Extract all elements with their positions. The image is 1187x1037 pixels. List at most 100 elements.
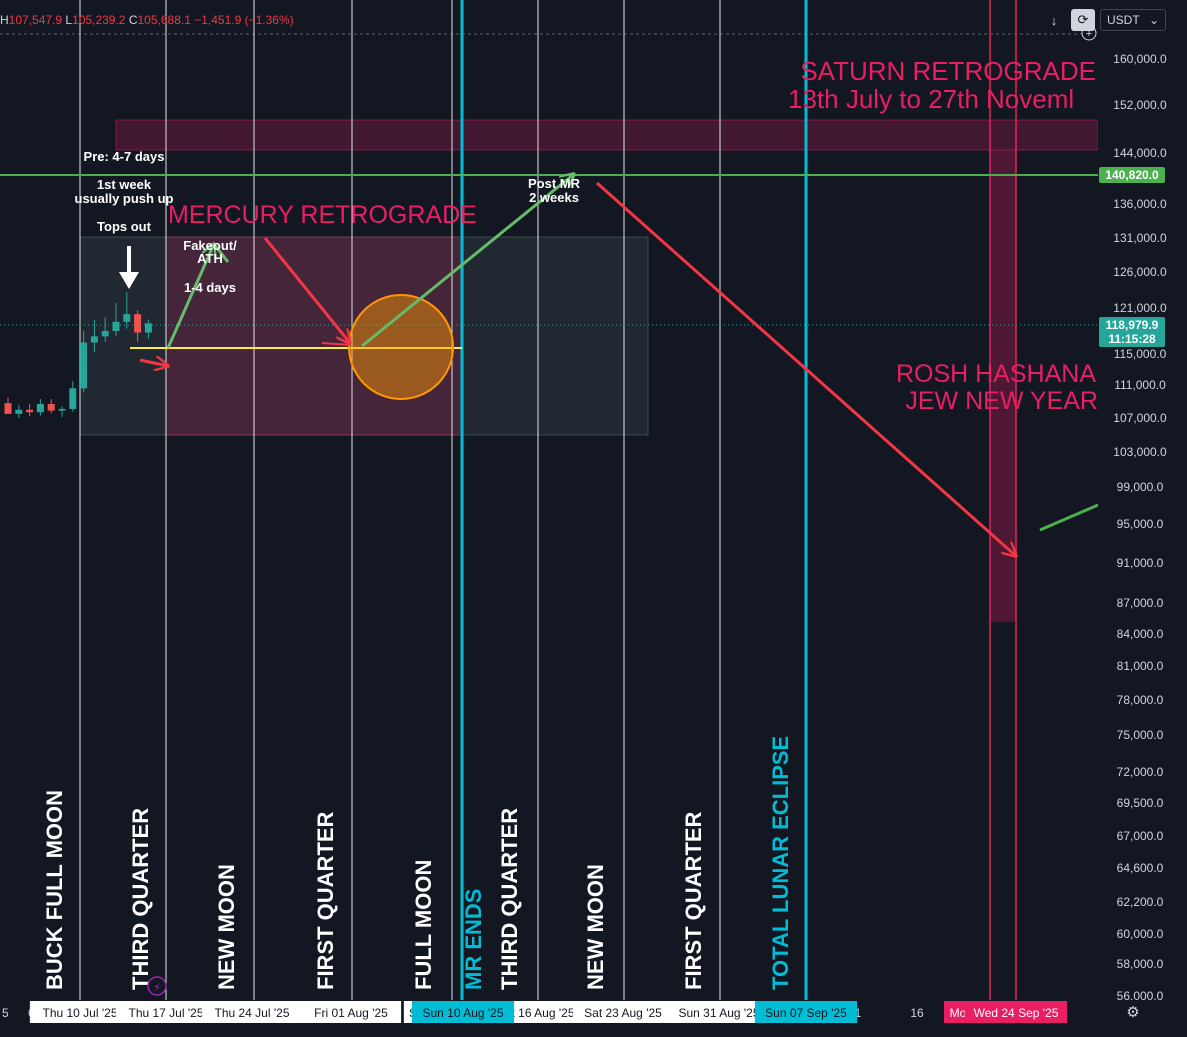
note-days: 1-4 days <box>184 280 236 295</box>
y-tick-label: 78,000.0 <box>1117 693 1164 707</box>
y-tick-label: 69,500.0 <box>1117 796 1164 810</box>
candle-body <box>144 323 152 333</box>
saturn-title: SATURN RETROGRADE <box>800 56 1096 86</box>
y-axis[interactable]: 160,000.0 152,000.0 144,000.0 136,000.0 131,… <box>1113 52 1167 1003</box>
y-tick-label: 144,000.0 <box>1113 146 1167 160</box>
candle-body <box>134 314 142 333</box>
y-tick-label: 87,000.0 <box>1117 596 1164 610</box>
y-tick-label: 81,000.0 <box>1117 659 1164 673</box>
green-price-tag <box>1099 167 1165 183</box>
x-highlight-label: Sun 07 Sep '25 <box>765 1006 847 1020</box>
note-week: 1st week <box>97 177 152 192</box>
x-label-bg <box>300 1001 402 1023</box>
gear-icon[interactable]: ⚙ <box>1126 1004 1140 1021</box>
candle-body <box>15 409 23 414</box>
note-weeks: 2 weeks <box>529 190 579 205</box>
ohlc-close: 105,688.1 <box>137 13 191 27</box>
candle-body <box>4 403 12 414</box>
x-tick-label: t 16 Aug '25 <box>511 1006 574 1020</box>
y-tick-label: 115,000.0 <box>1114 347 1167 361</box>
red-arrow-small <box>139 360 168 366</box>
saturn-dates: 13th July to 27th Noveml <box>788 84 1074 114</box>
retest-circle[interactable] <box>348 294 454 400</box>
x-tick-label: Thu 10 Jul '25 <box>42 1006 117 1020</box>
green-price-label: 140,820.0 <box>1105 168 1159 182</box>
x-highlight-label: Sun 10 Aug '25 <box>422 1006 503 1020</box>
y-tick-label: 107,000.0 <box>1113 411 1167 425</box>
download-button[interactable]: ↓ <box>1043 9 1065 31</box>
note-fakeout: Fakeout/ <box>183 238 237 253</box>
mercury-retrograde-box <box>165 236 463 436</box>
tops-out-arrow-icon <box>119 246 139 289</box>
red-arrow-mercury <box>263 237 350 343</box>
x-label-bg-pink <box>964 1001 1068 1023</box>
vertical-event-label: FIRST QUARTER <box>313 811 338 990</box>
y-tick-label: 126,000.0 <box>1113 265 1167 279</box>
x-label-bg-cyan <box>411 1001 515 1023</box>
vertical-event-label: BUCK FULL MOON <box>42 790 67 990</box>
vertical-event-label: THIRD QUARTER <box>128 808 153 990</box>
chevron-down-icon: ⌄ <box>1148 13 1159 27</box>
y-tick-label: 62,200.0 <box>1117 895 1164 909</box>
candles <box>4 292 152 418</box>
candle-body <box>58 408 66 411</box>
lightning-icon[interactable] <box>147 976 167 996</box>
green-arrow-rebound <box>1039 503 1099 532</box>
sync-button[interactable]: ⟳ <box>1071 9 1095 31</box>
x-label-bg-cyan <box>754 1001 858 1023</box>
x-tick-label: Thu 24 Jul '25 <box>214 1006 289 1020</box>
red-arrow-big-drop <box>596 181 1016 556</box>
event-lines <box>79 0 1017 1000</box>
sync-icon: ⟳ <box>1077 12 1089 27</box>
candle-body <box>47 403 55 411</box>
note-push: usually push up <box>75 191 174 206</box>
green-arrow-fakeout-2 <box>212 243 230 263</box>
vertical-labels: BUCK FULL MOON THIRD QUARTER NEW MOON FIRST… <box>42 736 793 990</box>
green-arrow-post-mr <box>361 174 574 348</box>
x-label-bg <box>572 1001 674 1023</box>
candle-body <box>90 336 98 343</box>
vertical-event-label: FIRST QUARTER <box>681 811 706 990</box>
vertical-event-label: MR ENDS <box>461 889 486 990</box>
vertical-event-label: NEW MOON <box>214 864 239 990</box>
y-tick-label: 91,000.0 <box>1117 556 1164 570</box>
candle-body <box>123 314 131 322</box>
candle-body <box>80 342 88 389</box>
x-label-bg <box>668 1001 770 1023</box>
x-label-bg <box>499 1001 587 1023</box>
rosh-title: ROSH HASHANA <box>896 360 1096 388</box>
note-ath: ATH <box>197 251 223 266</box>
y-tick-label: 58,000.0 <box>1117 957 1164 971</box>
y-tick-label: 131,000.0 <box>1113 231 1167 245</box>
vertical-event-label: TOTAL LUNAR ECLIPSE <box>768 736 793 990</box>
y-tick-label: 111,000.0 <box>1114 378 1166 392</box>
candle-body <box>36 403 44 413</box>
y-tick-label: 56,000.0 <box>1117 989 1164 1003</box>
x-label-bg <box>201 1001 303 1023</box>
x-tick-label: 16 <box>910 1006 924 1020</box>
y-tick-label: 64,600.0 <box>1117 861 1164 875</box>
y-tick-label: 136,000.0 <box>1113 197 1167 211</box>
vertical-event-label: FULL MOON <box>411 860 436 990</box>
countdown-label: 11:15:28 <box>1108 332 1156 346</box>
mercury-title: MERCURY RETROGRADE <box>168 201 477 229</box>
ohlc-readout: H107,547.9 L105,239.2 C105,688.1 −1,451.… <box>0 13 294 27</box>
y-tick-label: 160,000.0 <box>1113 52 1167 66</box>
candle-body <box>112 321 120 331</box>
currency-select[interactable]: USDT ⌄ <box>1100 9 1166 31</box>
rosh-subtitle: JEW NEW YEAR <box>905 387 1098 415</box>
x-tick-label: Mo <box>950 1006 967 1020</box>
note-pre: Pre: 4-7 days <box>84 149 165 164</box>
add-alert-plus: + <box>1086 28 1092 40</box>
saturn-retrograde-band <box>115 119 1099 151</box>
y-tick-label: 95,000.0 <box>1117 517 1164 531</box>
y-tick-label: 152,000.0 <box>1113 98 1167 112</box>
ohlc-low: 105,239.2 <box>72 13 126 27</box>
y-axis-bg <box>1098 0 1187 1000</box>
y-tick-label: 60,000.0 <box>1117 927 1164 941</box>
currency-label: USDT <box>1107 13 1140 27</box>
x-tick-label: 1 <box>855 1006 862 1020</box>
vertical-event-label: THIRD QUARTER <box>497 808 522 990</box>
